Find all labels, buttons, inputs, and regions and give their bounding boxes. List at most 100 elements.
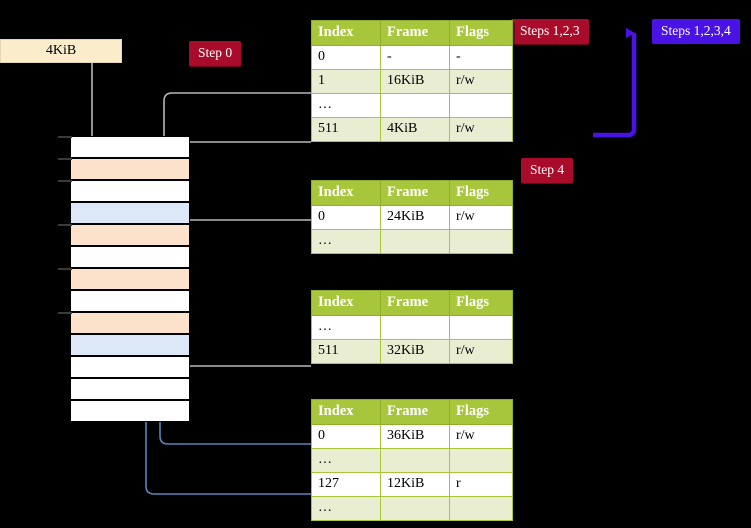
cell-frame: 12KiB bbox=[380, 472, 450, 497]
table-header-row: Index Frame Flags bbox=[311, 180, 513, 206]
cell-flags bbox=[449, 315, 513, 340]
wire-steps-bracket bbox=[593, 28, 637, 138]
badge-steps-123: Steps 1,2,3 bbox=[511, 19, 589, 44]
memory-row bbox=[70, 268, 190, 290]
column-header-index: Index bbox=[311, 290, 381, 316]
cell-frame bbox=[380, 229, 450, 254]
column-header-index: Index bbox=[311, 20, 381, 46]
memory-row bbox=[70, 136, 190, 158]
cell-frame bbox=[380, 93, 450, 118]
wire-table1-16kib bbox=[163, 92, 311, 212]
cell-index: … bbox=[311, 448, 381, 473]
memory-tick bbox=[58, 136, 72, 138]
table-row: … bbox=[311, 229, 513, 254]
table-row: 0 24KiB r/w bbox=[311, 205, 513, 230]
table-row: … bbox=[311, 448, 513, 473]
wire-table1-4kib bbox=[169, 141, 311, 158]
cell-flags: r bbox=[449, 472, 513, 497]
table-header-row: Index Frame Flags bbox=[311, 290, 513, 316]
table-header-row: Index Frame Flags bbox=[311, 399, 513, 425]
cell-flags: r/w bbox=[449, 339, 513, 364]
memory-row bbox=[70, 356, 190, 378]
cell-frame: 16KiB bbox=[380, 69, 450, 94]
cell-index: 0 bbox=[311, 424, 381, 449]
badge-steps-1234: Steps 1,2,3,4 bbox=[652, 19, 740, 44]
column-header-flags: Flags bbox=[449, 180, 513, 206]
table-row: … bbox=[311, 496, 513, 521]
cell-flags: r/w bbox=[449, 117, 513, 142]
cell-index: 1 bbox=[311, 69, 381, 94]
memory-row bbox=[70, 158, 190, 180]
cell-flags bbox=[449, 496, 513, 521]
table-row: … bbox=[311, 315, 513, 340]
size-box-4kib: 4KiB bbox=[0, 39, 122, 63]
cell-flags: r/w bbox=[449, 205, 513, 230]
column-header-index: Index bbox=[311, 180, 381, 206]
cell-index: 511 bbox=[311, 339, 381, 364]
wire-table4-36kib bbox=[153, 326, 311, 445]
memory-row bbox=[70, 202, 190, 224]
cell-index: … bbox=[311, 93, 381, 118]
badge-label: Step 4 bbox=[530, 162, 565, 177]
page-table-2: Index Frame Flags 0 24KiB r/w … bbox=[311, 180, 513, 254]
cell-frame: 4KiB bbox=[380, 117, 450, 142]
wire-table3-32kib bbox=[171, 296, 311, 367]
table-header-row: Index Frame Flags bbox=[311, 20, 513, 46]
page-table-1: Index Frame Flags 0 - - 1 16KiB r/w … bbox=[311, 20, 513, 142]
cell-index: … bbox=[311, 496, 381, 521]
cell-flags: r/w bbox=[449, 424, 513, 449]
table-row: 0 36KiB r/w bbox=[311, 424, 513, 449]
cell-index: … bbox=[311, 315, 381, 340]
table-row: 1 16KiB r/w bbox=[311, 69, 513, 94]
table-row: 0 - - bbox=[311, 45, 513, 70]
wire-table2-24kib bbox=[173, 219, 311, 259]
column-header-flags: Flags bbox=[449, 290, 513, 316]
cell-index: 0 bbox=[311, 45, 381, 70]
cell-frame: 36KiB bbox=[380, 424, 450, 449]
cell-frame: 32KiB bbox=[380, 339, 450, 364]
memory-tick bbox=[58, 268, 72, 270]
table-row: 127 12KiB r bbox=[311, 472, 513, 497]
table-row: 511 32KiB r/w bbox=[311, 339, 513, 364]
memory-column bbox=[70, 136, 190, 422]
memory-tick bbox=[58, 312, 72, 314]
memory-row bbox=[70, 312, 190, 334]
cell-index: … bbox=[311, 229, 381, 254]
cell-frame bbox=[380, 496, 450, 521]
badge-step-4: Step 4 bbox=[521, 158, 574, 183]
column-header-flags: Flags bbox=[449, 20, 513, 46]
memory-row bbox=[70, 400, 190, 422]
cell-frame: - bbox=[380, 45, 450, 70]
page-table-3: Index Frame Flags … 511 32KiB r/w bbox=[311, 290, 513, 364]
column-header-frame: Frame bbox=[380, 399, 450, 425]
badge-label: Steps 1,2,3,4 bbox=[661, 23, 731, 38]
memory-row bbox=[70, 224, 190, 246]
memory-tick bbox=[58, 158, 72, 160]
cell-flags bbox=[449, 93, 513, 118]
wire-table4-12kib bbox=[139, 208, 311, 495]
memory-tick bbox=[58, 224, 72, 226]
badge-label: Step 0 bbox=[198, 45, 233, 60]
cell-index: 511 bbox=[311, 117, 381, 142]
memory-row bbox=[70, 334, 190, 356]
memory-tick bbox=[58, 180, 72, 182]
table-row: 511 4KiB r/w bbox=[311, 117, 513, 142]
size-box-label: 4KiB bbox=[45, 43, 77, 58]
memory-row bbox=[70, 290, 190, 312]
badge-step-0: Step 0 bbox=[189, 41, 242, 66]
column-header-frame: Frame bbox=[380, 290, 450, 316]
column-header-frame: Frame bbox=[380, 20, 450, 46]
column-header-index: Index bbox=[311, 399, 381, 425]
cell-index: 127 bbox=[311, 472, 381, 497]
cell-flags: r/w bbox=[449, 69, 513, 94]
column-header-flags: Flags bbox=[449, 399, 513, 425]
memory-row bbox=[70, 180, 190, 202]
cell-frame bbox=[380, 448, 450, 473]
memory-row bbox=[70, 246, 190, 268]
page-table-4: Index Frame Flags 0 36KiB r/w … 127 12Ki… bbox=[311, 399, 513, 521]
memory-row bbox=[70, 378, 190, 400]
cell-frame bbox=[380, 315, 450, 340]
column-header-frame: Frame bbox=[380, 180, 450, 206]
cell-flags bbox=[449, 229, 513, 254]
